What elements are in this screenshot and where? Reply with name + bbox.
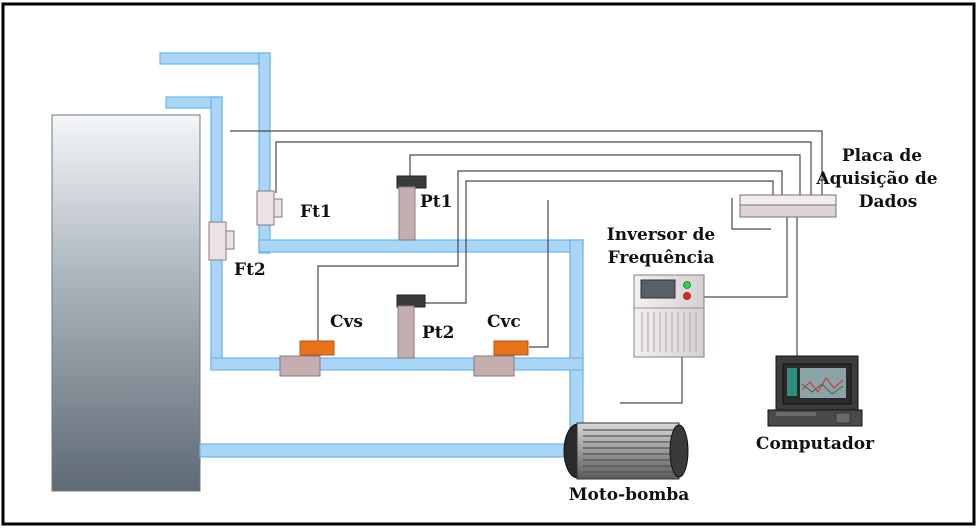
pt1-label: Pt1	[420, 192, 452, 212]
wire-1	[230, 130, 823, 195]
wire-left-loop	[731, 198, 771, 230]
inverter-green-led	[683, 281, 691, 289]
pipe-bottom-return	[199, 443, 573, 458]
inversor-label-line1: Inversor de	[607, 225, 716, 245]
computer	[767, 355, 863, 427]
ft2-sensor	[208, 221, 235, 261]
motobomba-label: Moto-bomba	[569, 485, 690, 505]
inversor-label-line2: Frequência	[608, 248, 715, 268]
pipe-top-inlet	[159, 52, 271, 65]
wire-pt2	[425, 180, 774, 304]
cvc-valve	[473, 340, 529, 377]
wire-cvs	[317, 170, 783, 342]
frequency-inverter	[633, 274, 705, 358]
reservoir-tank	[51, 114, 201, 492]
wire-inverter	[703, 217, 788, 298]
pt2-label: Pt2	[422, 323, 454, 343]
cvc-label: Cvc	[487, 312, 521, 332]
pt1-sensor	[396, 175, 427, 241]
ft1-sensor	[256, 190, 283, 226]
placa-label-line2: Aquisição de	[815, 169, 937, 189]
placa-label-line3: Dados	[859, 192, 918, 212]
pipe-ft1-vertical	[258, 52, 271, 254]
ft1-label: Ft1	[300, 202, 332, 222]
cvs-valve	[279, 340, 335, 377]
pipe-right-vertical	[569, 239, 584, 451]
pipe-lower-horizontal	[210, 357, 584, 371]
ft2-label: Ft2	[234, 260, 266, 280]
inverter-red-led	[683, 292, 691, 300]
signal-wires	[230, 130, 823, 404]
wire-motor	[620, 356, 683, 404]
pt2-sensor	[396, 294, 426, 359]
wire-ft1	[275, 141, 812, 195]
data-acquisition-board	[739, 194, 837, 218]
placa-label-line1: Placa de	[842, 146, 922, 166]
cvs-label: Cvs	[330, 312, 363, 332]
pipe-upper-horizontal	[258, 239, 584, 253]
wire-cvc	[529, 200, 549, 348]
computador-label: Computador	[756, 434, 875, 454]
motor-pump	[563, 422, 689, 480]
wire-pt1	[409, 154, 801, 195]
computer-screen-panel	[787, 368, 797, 396]
